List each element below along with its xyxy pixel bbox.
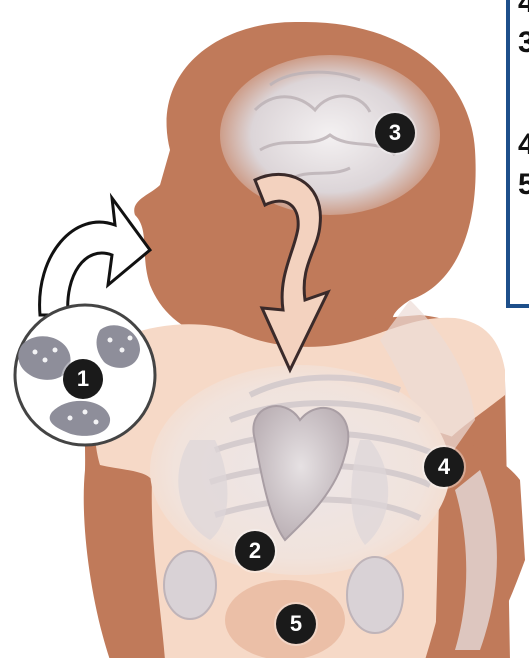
right-kidney — [347, 557, 403, 633]
marker-3: 3 — [375, 113, 415, 153]
marker-2: 2 — [235, 531, 275, 571]
legend-item-3: 4 — [518, 128, 529, 162]
legend-item-1: 4 — [518, 0, 529, 20]
uptake-arrow — [40, 198, 150, 315]
marker-5: 5 — [276, 604, 316, 644]
legend-panel: 4 3 4 5 — [506, 0, 529, 308]
left-kidney — [164, 551, 216, 619]
marker-4: 4 — [424, 447, 464, 487]
legend-item-4: 5 — [518, 168, 529, 202]
legend-item-2: 3 — [518, 26, 529, 60]
marker-1: 1 — [63, 359, 103, 399]
